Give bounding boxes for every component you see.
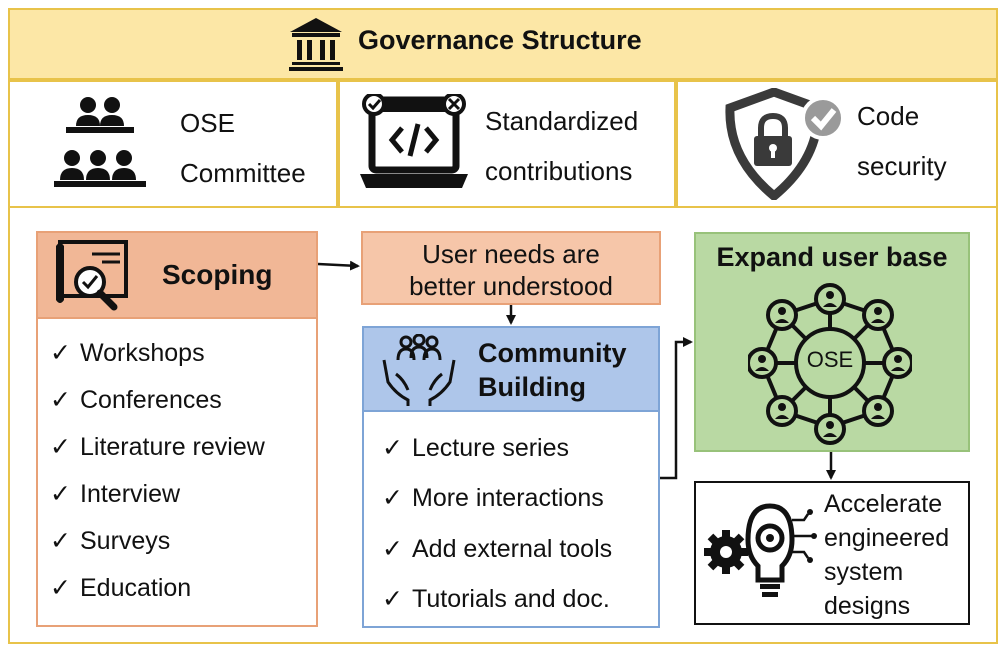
community-title: Community Building	[478, 336, 627, 404]
community-item: ✓Tutorials and doc.	[382, 585, 610, 613]
check-icon: ✓	[50, 574, 71, 602]
community-title-line2: Building	[478, 372, 586, 402]
governance-item-contributions-line2: contributions	[485, 156, 633, 186]
governance-item-security	[676, 80, 998, 208]
expand-title: Expand user base	[716, 242, 948, 272]
gear-bulb-icon	[704, 503, 817, 597]
check-icon: ✓	[382, 585, 403, 613]
scoping-item: ✓Surveys	[50, 527, 171, 555]
institution-icon	[289, 18, 343, 71]
community-item: ✓Lecture series	[382, 434, 570, 462]
check-icon: ✓	[50, 480, 71, 508]
check-icon: ✓	[382, 484, 403, 512]
check-icon: ✓	[382, 434, 403, 462]
network-people-icon	[748, 283, 912, 445]
check-icon: ✓	[50, 339, 71, 367]
scoping-item: ✓Literature review	[50, 433, 265, 461]
user-needs-line2: better understood	[409, 271, 613, 301]
scoping-title: Scoping	[162, 259, 273, 290]
accelerate-line2: engineered	[824, 524, 950, 552]
scoping-item: ✓Workshops	[50, 339, 205, 367]
accelerate-text: Accelerate engineered system designs	[824, 487, 949, 623]
governance-title: Governance Structure	[358, 25, 642, 55]
governance-item-committee-line1: OSE	[180, 108, 235, 138]
community-item: ✓Add external tools	[382, 535, 613, 563]
community-title-line1: Community	[478, 338, 627, 368]
accelerate-line3: system	[824, 558, 904, 586]
code-laptop-icon	[360, 94, 468, 188]
governance-item-contributions-line1: Standardized	[485, 106, 639, 136]
governance-header	[8, 8, 998, 80]
scoping-item: ✓Education	[50, 574, 192, 602]
shield-lock-icon	[725, 88, 845, 200]
accelerate-line1: Accelerate	[824, 490, 943, 518]
governance-item-committee-line2: Committee	[180, 158, 306, 188]
community-hands-icon	[382, 334, 456, 406]
accelerate-line4: designs	[824, 592, 911, 620]
governance-item-security-line2: security	[857, 151, 947, 181]
governance-item-security-line1: Code	[857, 101, 920, 131]
expand-center-label: OSE	[806, 347, 854, 372]
check-icon: ✓	[50, 386, 71, 414]
user-needs-box: User needs are better understood	[361, 231, 661, 305]
check-icon: ✓	[50, 527, 71, 555]
community-item: ✓More interactions	[382, 484, 604, 512]
user-needs-line1: User needs are	[422, 239, 600, 269]
scoping-item: ✓Conferences	[50, 386, 222, 414]
check-icon: ✓	[50, 433, 71, 461]
committee-icon	[54, 97, 146, 187]
check-icon: ✓	[382, 535, 403, 563]
document-search-icon	[56, 240, 128, 311]
scoping-item: ✓Interview	[50, 480, 181, 508]
